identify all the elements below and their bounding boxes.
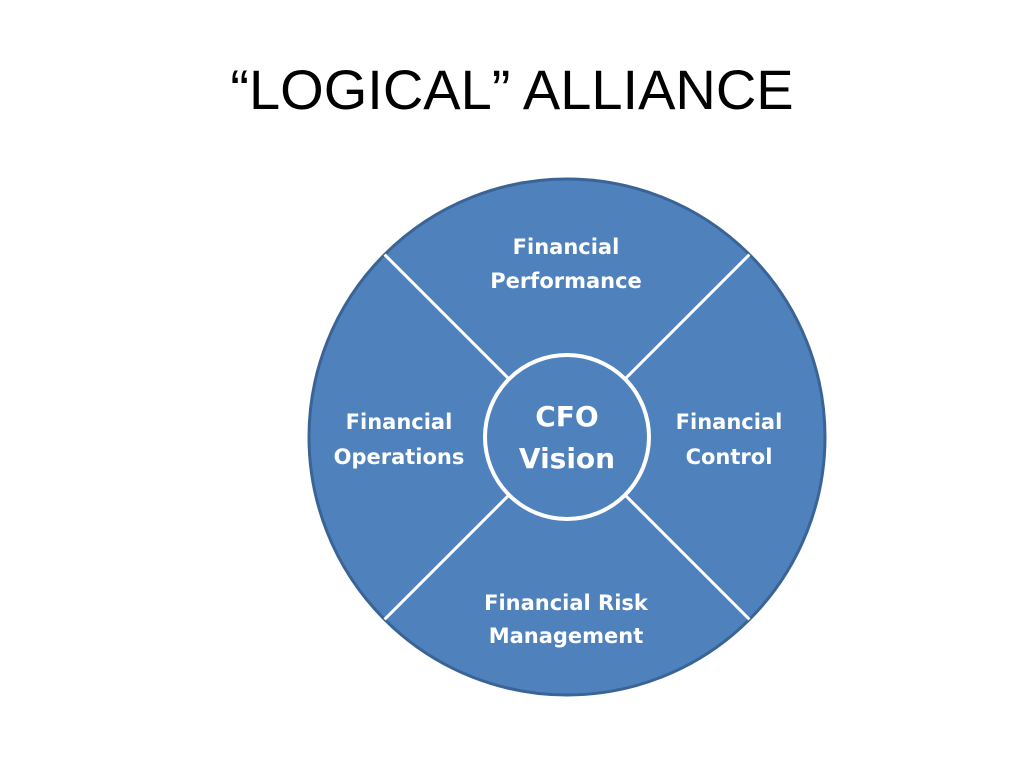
segment-right-line2: Control bbox=[686, 445, 773, 469]
segment-bottom-line1: Financial Risk bbox=[484, 591, 649, 615]
segment-financial-control: Financial Control bbox=[676, 410, 783, 469]
segment-financial-performance: Financial Performance bbox=[490, 235, 642, 293]
segment-left-line1: Financial bbox=[346, 410, 453, 434]
segment-bottom-line2: Management bbox=[489, 624, 644, 648]
center-label-line1: CFO bbox=[535, 400, 598, 433]
segment-financial-operations: Financial Operations bbox=[334, 410, 465, 469]
slide-title: “LOGICAL” ALLIANCE bbox=[230, 58, 794, 121]
segment-financial-risk-management: Financial Risk Management bbox=[484, 591, 649, 648]
segment-top-line2: Performance bbox=[490, 269, 642, 293]
segment-right-line1: Financial bbox=[676, 410, 783, 434]
center-circle bbox=[483, 353, 651, 521]
center-label-line2: Vision bbox=[519, 442, 615, 475]
segment-top-line1: Financial bbox=[513, 235, 620, 259]
segment-left-line2: Operations bbox=[334, 445, 465, 469]
